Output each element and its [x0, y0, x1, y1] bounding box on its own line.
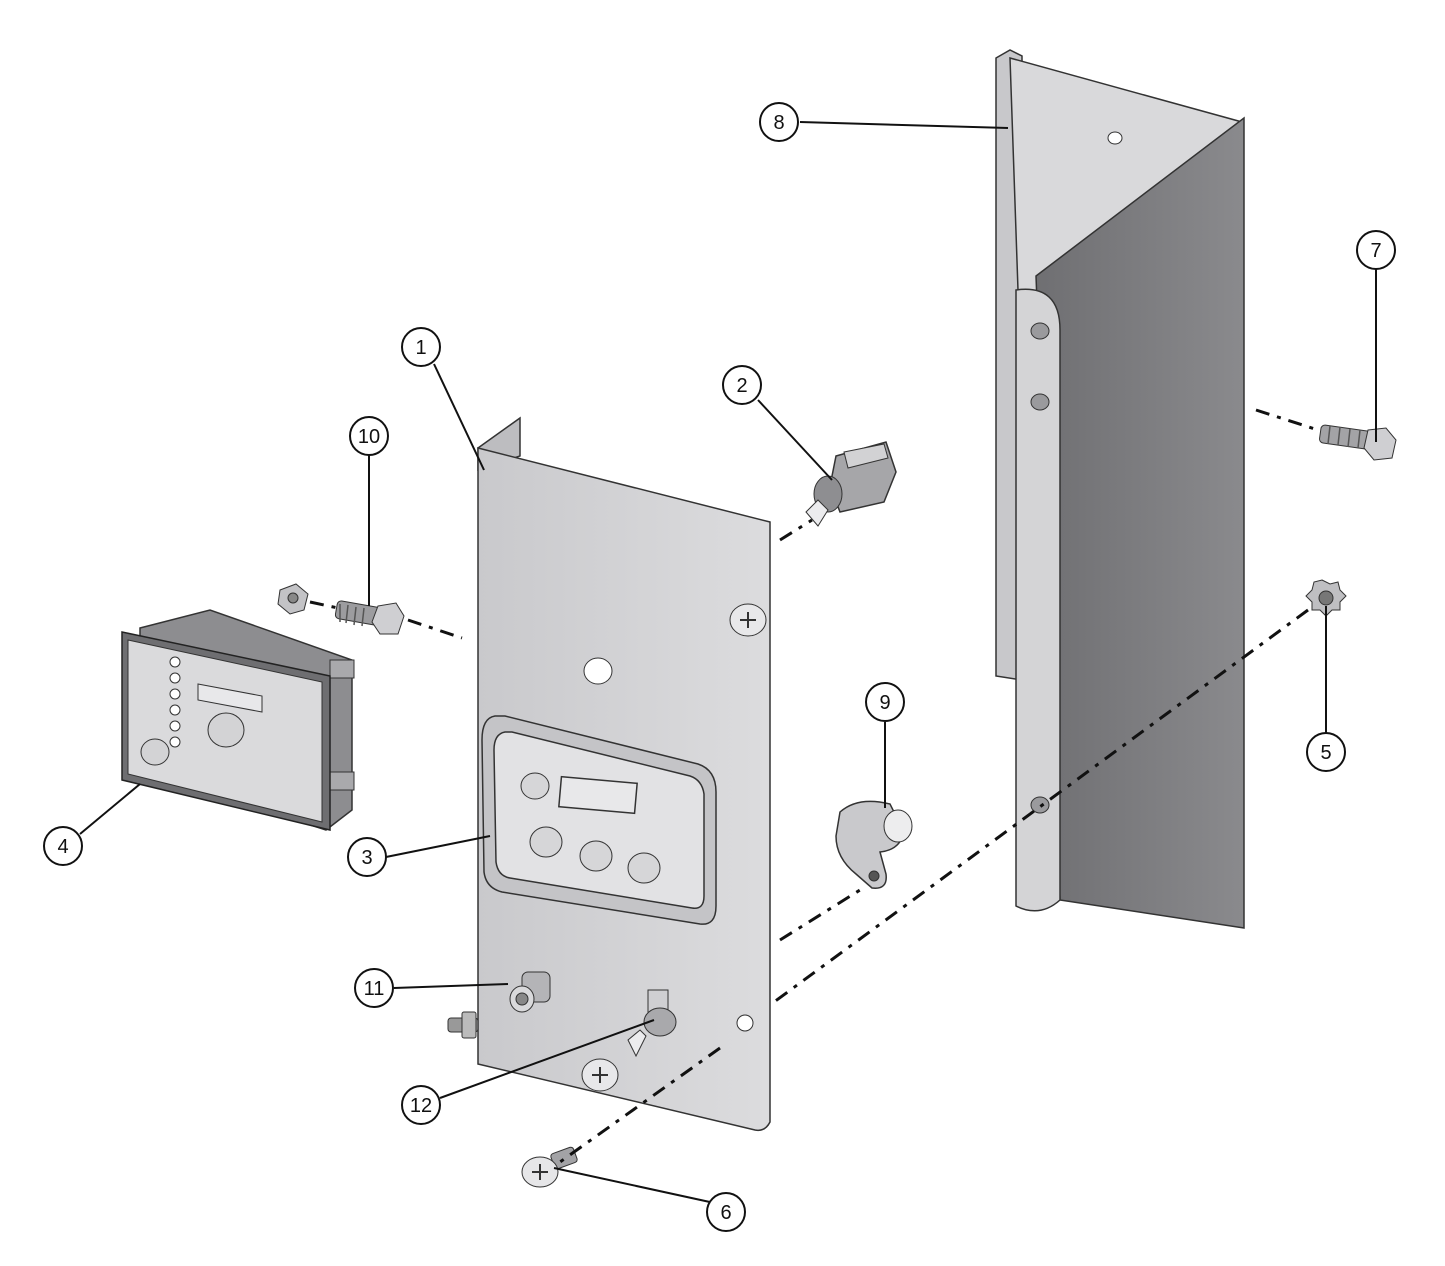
callout-1: 1	[401, 327, 441, 367]
assembly-lines	[309, 408, 1319, 1164]
module-part-4	[121, 609, 355, 831]
callout-6-label: 6	[720, 1202, 731, 1224]
callout-11: 11	[354, 968, 394, 1008]
callout-2-label: 2	[736, 375, 747, 397]
callout-11-label: 11	[364, 978, 385, 1000]
screw-part-6	[521, 1146, 578, 1188]
bracket-part-8	[995, 49, 1245, 929]
panel-stud	[447, 1011, 479, 1039]
callout-4: 4	[43, 826, 83, 866]
callout-8-label: 8	[773, 112, 784, 134]
module-led-column	[169, 656, 181, 748]
leader-lines	[79, 121, 1377, 1205]
callout-8: 8	[759, 102, 799, 142]
callout-7-label: 7	[1370, 240, 1381, 262]
callout-5: 5	[1306, 732, 1346, 772]
callout-4-label: 4	[57, 836, 68, 858]
callout-12-label: 12	[410, 1095, 432, 1117]
callout-7: 7	[1356, 230, 1396, 270]
callout-6: 6	[706, 1192, 746, 1232]
callout-10-label: 10	[358, 426, 380, 448]
callout-9-label: 9	[879, 692, 890, 714]
nut-part-10	[277, 583, 309, 615]
screw-part-7	[1319, 424, 1397, 461]
panel-screw-bottom	[581, 1058, 619, 1092]
switch-part-12	[627, 989, 677, 1058]
grommet-part-11	[509, 971, 551, 1013]
callout-12: 12	[401, 1085, 441, 1125]
callout-3: 3	[347, 837, 387, 877]
switch-part-2	[805, 441, 897, 527]
washer-part-5	[1305, 579, 1347, 617]
callout-1-label: 1	[415, 337, 426, 359]
clamp-part-9	[835, 800, 913, 889]
callout-3-label: 3	[361, 847, 372, 869]
display-controller-part-3	[481, 715, 717, 925]
callout-9: 9	[865, 682, 905, 722]
bolt-part-10	[334, 600, 405, 635]
callout-10: 10	[349, 416, 389, 456]
panel-screw-top	[729, 603, 767, 637]
callout-2: 2	[722, 365, 762, 405]
callout-5-label: 5	[1320, 742, 1331, 764]
